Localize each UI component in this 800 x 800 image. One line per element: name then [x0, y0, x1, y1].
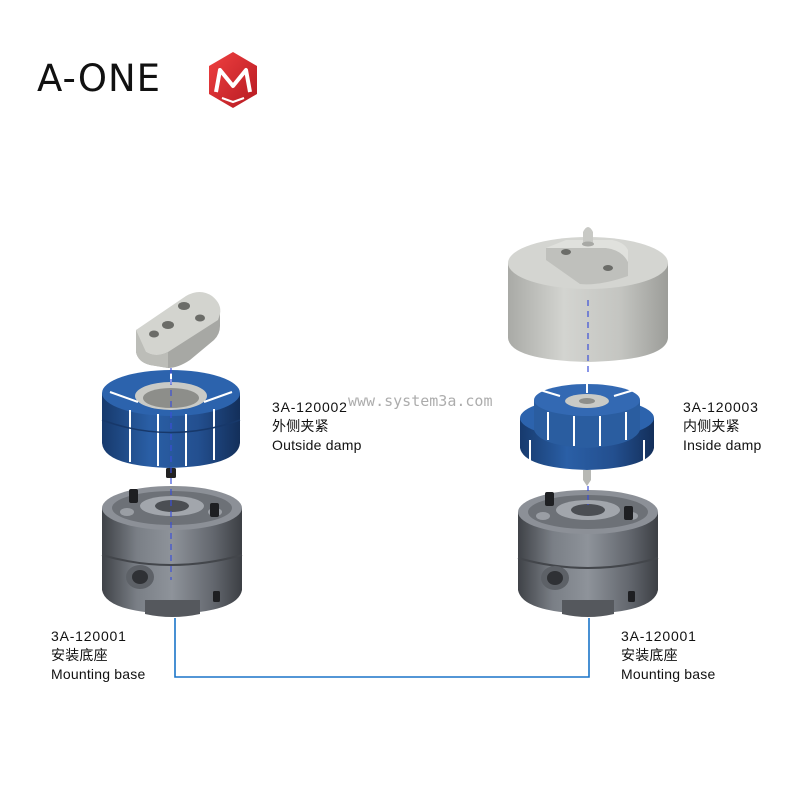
outside-clamp-workpiece	[136, 292, 221, 368]
base-left-name-en: Mounting base	[51, 666, 146, 682]
inside-clamp-chuck	[520, 384, 654, 486]
inside-clamp-code: 3A-120003	[683, 399, 759, 415]
outside-clamp-name-cn: 外侧夹紧	[272, 418, 329, 434]
base-right-name-en: Mounting base	[621, 666, 716, 682]
watermark: www.system3a.com	[348, 392, 493, 410]
outside-clamp-name-en: Outside damp	[272, 437, 362, 453]
inside-clamp-name-en: Inside damp	[683, 437, 762, 453]
outside-clamp-chuck	[101, 370, 241, 478]
left-assembly	[101, 292, 243, 617]
inside-clamp-workpiece	[508, 227, 668, 362]
inside-clamp-name-cn: 内侧夹紧	[683, 418, 740, 434]
inside-clamp-label: 3A-120003 内侧夹紧 Inside damp	[683, 398, 761, 455]
outside-clamp-label: 3A-120002 外侧夹紧 Outside damp	[272, 398, 362, 455]
base-right-code: 3A-120001	[621, 628, 697, 644]
right-mounting-base	[517, 490, 659, 617]
base-left-name-cn: 安装底座	[51, 647, 108, 663]
connector-line	[174, 618, 590, 678]
left-mounting-base	[101, 486, 243, 617]
outside-clamp-code: 3A-120002	[272, 399, 348, 415]
brand-name: A-ONE	[37, 57, 162, 100]
base-left-code: 3A-120001	[51, 628, 127, 644]
base-right-label: 3A-120001 安装底座 Mounting base	[621, 627, 715, 684]
base-left-label: 3A-120001 安装底座 Mounting base	[51, 627, 145, 684]
right-assembly	[508, 227, 668, 617]
base-right-name-cn: 安装底座	[621, 647, 678, 663]
m-emblem-icon	[209, 52, 257, 108]
